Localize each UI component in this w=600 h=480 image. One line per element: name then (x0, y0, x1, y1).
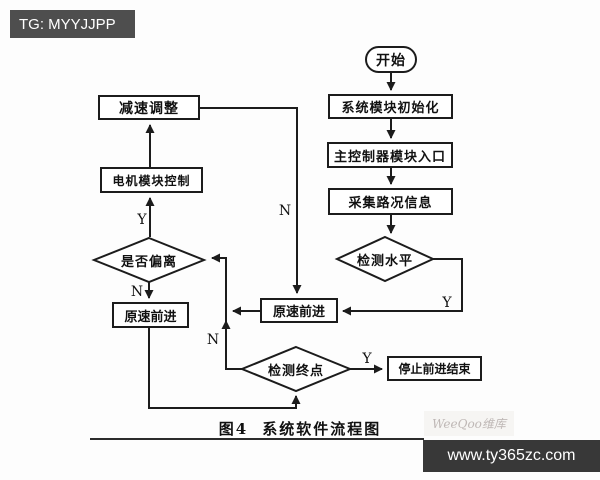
edge-forwardleft-checkend (148, 328, 301, 409)
diamond-label-check-level: 检测水平 (356, 253, 413, 269)
edge-level-forward-y (342, 258, 463, 316)
figure-number: 图4 (218, 420, 249, 438)
node-forward-original-speed-center: 原速前进 (260, 298, 338, 323)
edge-label-deviate-no: N (130, 284, 144, 300)
node-stop-end: 停止前进结束 (387, 356, 482, 381)
node-start: 开始 (365, 46, 417, 73)
diamond-check-end (239, 345, 353, 393)
figure-caption: 图4 系统软件流程图 (195, 418, 405, 439)
edge-decel-forward-n (200, 107, 302, 294)
caption-underline (90, 438, 424, 440)
edge-label-end-yes: Y (362, 351, 372, 367)
figure-title: 系统软件流程图 (262, 420, 382, 438)
edge-label-end-no: N (206, 332, 220, 348)
website-bar: www.ty365zc.com (423, 440, 600, 472)
tg-badge: TG: MYYJJPP (10, 10, 135, 38)
diamond-label-deviate: 是否偏离 (120, 254, 177, 270)
edge-checkend-deviate-n (211, 253, 242, 370)
node-system-init: 系统模块初始化 (328, 94, 453, 119)
diamond-check-level (334, 235, 436, 283)
node-controller-entry: 主控制器模块入口 (327, 142, 453, 168)
edge-label-decel-no: N (278, 203, 292, 219)
edge-label-deviate-yes: Y (137, 212, 147, 228)
node-forward-original-speed-left: 原速前进 (112, 302, 189, 328)
watermark: WeeQoo维库 (424, 411, 514, 436)
diamond-deviate (91, 236, 207, 284)
node-decelerate-adjust: 减速调整 (98, 95, 200, 120)
edge-label-level-yes: Y (442, 295, 452, 311)
node-motor-module-control: 电机模块控制 (100, 167, 203, 193)
node-collect-road-info: 采集路况信息 (328, 188, 453, 215)
diamond-label-check-end: 检测终点 (267, 363, 324, 379)
